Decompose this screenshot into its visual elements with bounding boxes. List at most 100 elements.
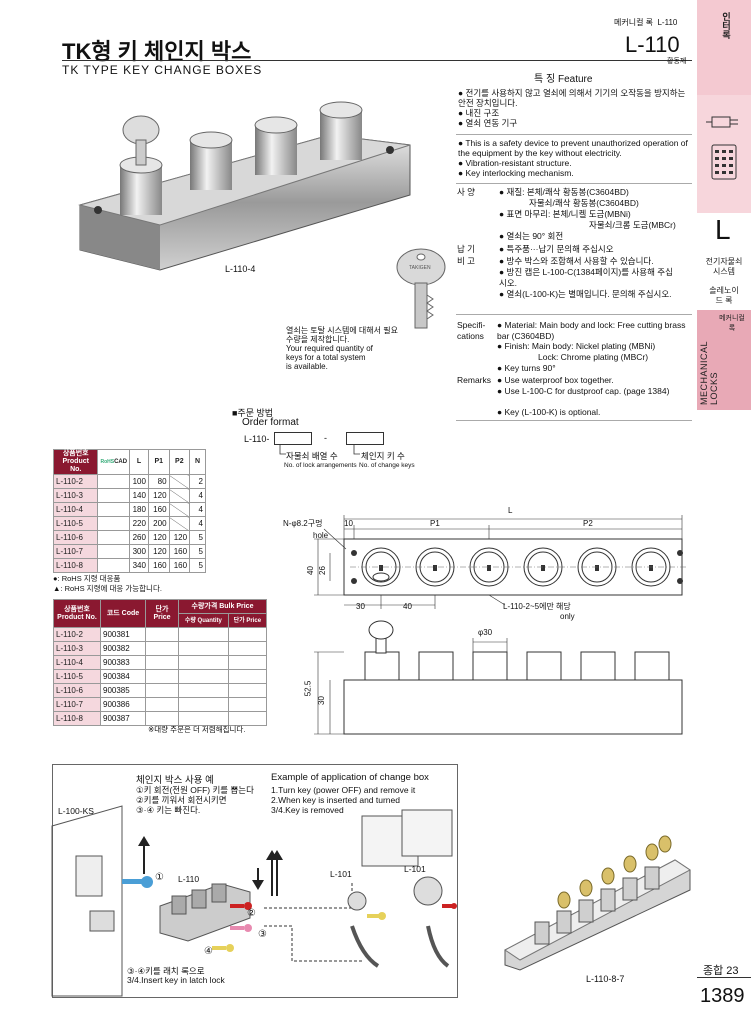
sidebar-tab-interlock[interactable]: 인터록 [697, 0, 751, 95]
table-cell [145, 697, 179, 712]
rohs-note-1: ●: RoHS 지령 대응품 [53, 574, 121, 583]
key-note-en2: keys for a total system [286, 353, 366, 362]
order-leader-lines [279, 444, 360, 455]
table-header-row: 상품번호 Product No. RoHSCAD L P1 P2 N [52, 449, 206, 475]
price-header-row: 상품번호 Product No. 코드 Code 단가 Price 수량가격 B… [53, 599, 267, 628]
table-cell: 5 [189, 558, 206, 573]
dim-30: 30 [356, 602, 365, 611]
feature-kr-1: ● 전기를 사용하지 않고 열쇠에 의해서 기기의 오작동을 방지하는 안전 장… [458, 88, 686, 108]
sidebar-vertical-label: MECHANICAL LOCKS [699, 341, 719, 405]
table-cell: 160 [168, 558, 191, 573]
key-photo [396, 248, 446, 329]
table-cell: L-110-3 [53, 641, 101, 656]
table-cell: 300 [129, 544, 149, 559]
dim-hole-en: hole [313, 531, 329, 540]
table-cell [178, 655, 229, 670]
order-field-keys[interactable] [346, 432, 384, 445]
order-field-locks[interactable] [274, 432, 312, 445]
table-cell: 900384 [100, 669, 146, 684]
example-illustration [51, 805, 457, 997]
dim-10: 10 [344, 519, 353, 528]
dim-phi30: φ30 [478, 628, 493, 637]
table-cell [97, 558, 131, 573]
drawing-note: L-110-2~5에만 해당 [503, 602, 571, 611]
table-cell [97, 488, 131, 503]
sidebar-tab-label: 인터록 [721, 12, 731, 39]
page-title-kr: TK형 키 체인지 박스 [62, 39, 252, 64]
key-brand: TAKIGEN [409, 265, 431, 271]
table-cell [97, 502, 131, 517]
product-photo-l110-4 [78, 101, 411, 271]
table-cell: 160 [168, 544, 191, 559]
col-unit-price: 단가 Price [227, 613, 268, 628]
table-cell: 140 [129, 488, 149, 503]
col-code: 코드 Code [100, 599, 146, 628]
dim-40: 40 [403, 602, 412, 611]
table-cell [97, 516, 131, 531]
table-cell: 900381 [100, 627, 146, 642]
table-cell [227, 697, 268, 712]
table-cell: 5 [189, 530, 206, 545]
title-divider [62, 60, 692, 61]
dim-26-v: 26 [317, 566, 327, 575]
feature-en-3: ● Key interlocking mechanism. [458, 168, 574, 178]
table-cell: 200 [147, 516, 170, 531]
key-note: 열쇠는 토탈 시스템에 대해서 필요 수량을 제작합니다. Your requi… [286, 326, 406, 371]
breadcrumb-section: 메커니컬 록 [614, 18, 654, 27]
key-note-kr: 열쇠는 토탈 시스템에 대해서 필요 수량을 제작합니다. [286, 326, 398, 344]
table-cell: L-110-3 [52, 488, 99, 503]
sidebar-item-solenoid[interactable]: 솔레노이드 록 [709, 286, 739, 305]
table-cell: 4 [189, 488, 206, 503]
spec-en-finish-2: Lock: Chrome plating (MBCr) [538, 352, 649, 362]
spec-en-label: Specifi-cations [457, 320, 486, 341]
table-cell [168, 502, 191, 517]
key-note-en3: is available. [286, 362, 328, 371]
sidebar-tab-mechanical[interactable]: 메커니컬 록 [697, 310, 751, 410]
table-cell: L-110-5 [52, 516, 99, 531]
table-cell: 2 [189, 474, 206, 489]
table-cell [145, 711, 179, 726]
example-steps-kr: ①키 회전(전원 OFF) 키를 뽑는다 ②키를 끼워서 회전시키면 ③·④ 키… [136, 785, 254, 815]
sidebar-tab-icons [697, 95, 751, 213]
example-heading-en: Example of application of change box [271, 772, 429, 783]
drawing-note-en: only [560, 612, 575, 621]
table-cell: 120 [147, 530, 170, 545]
spec-material-2: 자물쇠/쾌삭 황동봉(C3604BD) [529, 198, 639, 208]
example-foot-en: 3/4.Insert key in latch lock [127, 975, 225, 985]
order-dash: - [324, 433, 327, 443]
table-cell [178, 697, 229, 712]
spec-en-divider [456, 420, 692, 421]
remark-en-3: ● Key (L-100-K) is optional. [497, 407, 601, 417]
breadcrumb: 메커니컬 록 L-110 [614, 17, 677, 28]
step-kr-3: ③·④ 키는 빠진다. [136, 805, 201, 815]
table-cell: L-110-7 [52, 544, 99, 559]
table-cell: 900387 [100, 711, 146, 726]
table-cell: L-110-8 [52, 558, 99, 573]
sidebar-item-electric[interactable]: 전기자물쇠 시스템 [705, 257, 743, 276]
table-cell [178, 683, 229, 698]
spec-en-turn: ● Key turns 90° [497, 363, 556, 373]
table-cell: L-110-2 [52, 474, 99, 489]
sidebar: 인터록 L 전기자물쇠 시스템 솔레노이드 록 메커니컬 록 MECHANICA… [697, 0, 751, 1023]
page-section: 종합 23 [703, 965, 739, 977]
dim-P1: P1 [430, 519, 440, 528]
cad-icon: CAD [114, 459, 128, 465]
breadcrumb-code: L-110 [657, 18, 678, 27]
table-cell: 4 [189, 516, 206, 531]
example-foot-kr: ③·④키를 래치 록으로 [127, 966, 205, 976]
remark-en-1: ● Use waterproof box together. [497, 375, 614, 385]
